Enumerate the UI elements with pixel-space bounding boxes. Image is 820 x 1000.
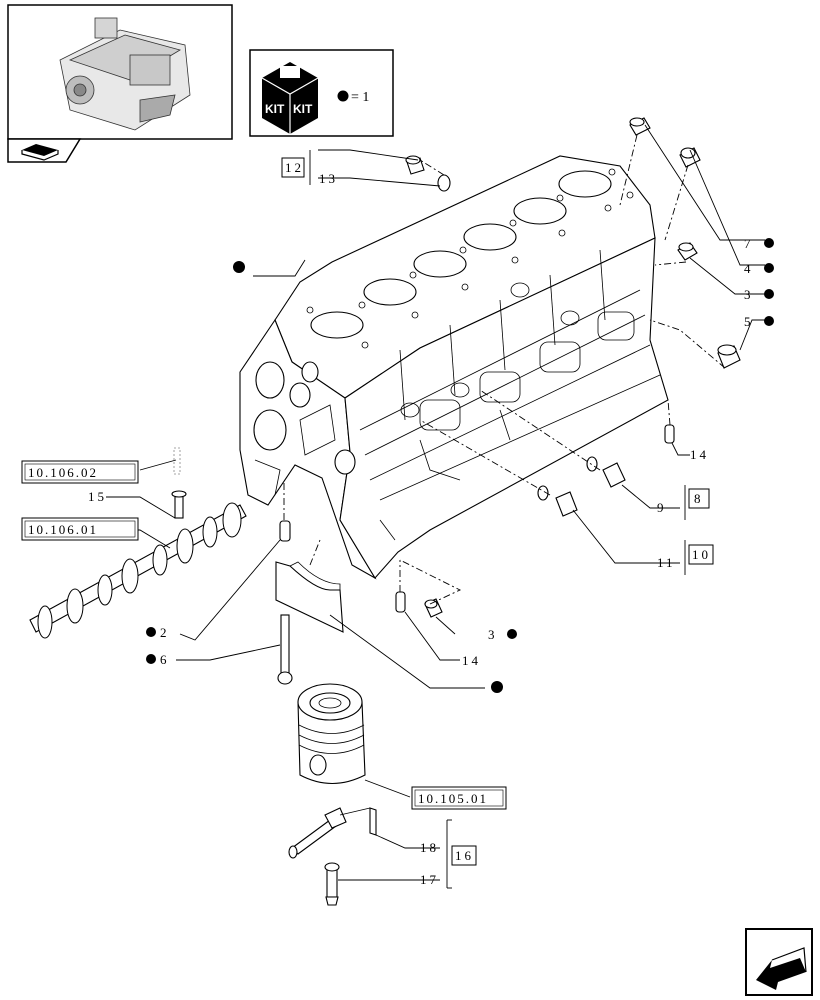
kit-legend: KIT KIT = 1 (249, 49, 394, 137)
callout-14-right[interactable]: 14 (690, 447, 709, 462)
callout-17[interactable]: 17 (420, 872, 439, 887)
plug-9[interactable] (586, 456, 626, 488)
callout-12: 12 (285, 160, 304, 175)
plug-3-bottom[interactable] (424, 598, 443, 618)
plug-5[interactable] (717, 344, 741, 369)
kit-label-right: KIT (293, 102, 313, 116)
book-tab[interactable] (7, 138, 82, 163)
callout-13[interactable]: 13 (319, 171, 338, 186)
back-button[interactable] (745, 928, 813, 996)
cylinder-block[interactable] (239, 155, 669, 580)
kit-label-left: KIT (265, 102, 285, 116)
kit-marker-dot (337, 90, 349, 102)
head-bolt-holes (306, 168, 634, 349)
kit-box-icon: KIT KIT (261, 62, 319, 134)
callout-12-box[interactable]: 12 (281, 157, 305, 178)
camshaft[interactable] (29, 502, 247, 639)
ref-10-106-02-box[interactable]: 10.106.02 (21, 460, 139, 484)
plug-4[interactable] (629, 117, 651, 136)
callout-15[interactable]: 15 (88, 489, 107, 504)
callout-10: 10 (692, 547, 711, 562)
callout-3-top[interactable]: 3 (744, 287, 754, 302)
cylinder-bores (310, 170, 612, 339)
piston[interactable] (297, 683, 366, 784)
callout-16-box[interactable]: 16 (451, 845, 477, 866)
callout-11[interactable]: 11 (657, 555, 676, 570)
callout-16: 16 (455, 848, 474, 863)
axis-lines (283, 134, 726, 605)
kit-equals-text: = 1 (351, 90, 369, 105)
ref-10-106-01-box[interactable]: 10.106.01 (21, 517, 139, 541)
callout-2[interactable]: 2 (160, 625, 170, 640)
oil-jet-18[interactable] (288, 807, 377, 859)
plug-11[interactable] (537, 485, 578, 517)
callout-4[interactable]: 4 (744, 261, 754, 276)
callout-8: 8 (694, 491, 704, 506)
callout-5[interactable]: 5 (744, 314, 754, 329)
dowel-14-right[interactable] (664, 424, 675, 444)
callout-6[interactable]: 6 (160, 652, 170, 667)
screw-6[interactable] (277, 614, 293, 685)
main-bearing-cap[interactable] (275, 561, 344, 633)
callout-10-box[interactable]: 10 (688, 544, 714, 565)
dowel-2[interactable] (279, 520, 291, 542)
callout-dots (146, 238, 774, 693)
dowel-14-bottom[interactable] (395, 591, 406, 613)
plug-3-top[interactable] (677, 242, 698, 261)
ref-10-106-02: 10.106.02 (28, 465, 98, 480)
engine-thumbnail-icon (59, 17, 191, 131)
washer-13[interactable] (437, 174, 451, 192)
callout-14-bottom[interactable]: 14 (462, 653, 481, 668)
screw-ghost (173, 447, 181, 475)
block-side-details (359, 249, 661, 541)
callout-7[interactable]: 7 (744, 236, 754, 251)
callout-8-box[interactable]: 8 (688, 488, 710, 509)
back-arrow-icon (756, 947, 807, 990)
leader-lines (106, 124, 765, 889)
callout-3-bottom[interactable]: 3 (488, 627, 498, 642)
engine-thumbnail[interactable] (7, 4, 233, 140)
callout-9[interactable]: 9 (657, 500, 667, 515)
ref-10-106-01: 10.106.01 (28, 522, 98, 537)
screw-15[interactable] (171, 490, 187, 519)
ref-10-105-01: 10.105.01 (418, 791, 488, 806)
plug-12[interactable] (405, 155, 425, 175)
ref-10-105-01-box[interactable]: 10.105.01 (411, 786, 507, 810)
book-icon (21, 144, 59, 161)
callout-18[interactable]: 18 (420, 840, 439, 855)
screw-17[interactable] (324, 862, 340, 906)
